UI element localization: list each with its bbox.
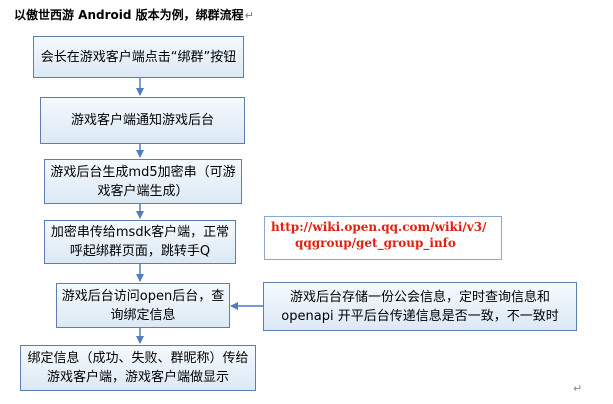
paragraph-mark: ↵	[244, 9, 254, 22]
api-link-line2[interactable]: qqgroup/get_group_info	[295, 236, 456, 250]
step-4-box: 加密串传给msdk客户端，正常呼起绑群页面，跳转手Q	[44, 220, 236, 264]
page-title-text: 以傲世西游 Android 版本为例，绑群流程	[14, 8, 244, 22]
step-2-text: 游戏客户端通知游戏后台	[70, 113, 214, 128]
step-3-text: 游戏后台生成md5加密串（可游戏客户端生成）	[50, 164, 236, 199]
step-5-box: 游戏后台访问open后台，查询绑定信息	[56, 283, 230, 328]
step-6-box: 绑定信息（成功、失败、群昵称）传给游戏客户端，游戏客户端做显示	[20, 345, 256, 391]
api-link-box: http://wiki.open.qq.com/wiki/v3/ qqgroup…	[264, 216, 502, 260]
step-5-text: 游戏后台访问open后台，查询绑定信息	[61, 288, 225, 323]
step-2-box: 游戏客户端通知游戏后台	[40, 97, 245, 144]
step-4-text: 加密串传给msdk客户端，正常呼起绑群页面，跳转手Q	[50, 225, 230, 259]
step-1-box: 会长在游戏客户端点击“绑群”按钮	[33, 36, 244, 78]
side-note-box: 游戏后台存储一份公会信息，定时查询信息和openapi 开平后台传递信息是否一致…	[263, 282, 577, 331]
side-note-text: 游戏后台存储一份公会信息，定时查询信息和openapi 开平后台传递信息是否一致…	[281, 289, 559, 324]
page-title: 以傲世西游 Android 版本为例，绑群流程↵	[14, 6, 254, 23]
step-6-text: 绑定信息（成功、失败、群昵称）传给游戏客户端，游戏客户端做显示	[27, 351, 249, 385]
step-1-text: 会长在游戏客户端点击“绑群”按钮	[40, 49, 237, 65]
paragraph-mark-end: ↵	[573, 382, 583, 395]
step-3-box: 游戏后台生成md5加密串（可游戏客户端生成）	[44, 159, 242, 204]
api-link-line1[interactable]: http://wiki.open.qq.com/wiki/v3/	[271, 220, 487, 234]
